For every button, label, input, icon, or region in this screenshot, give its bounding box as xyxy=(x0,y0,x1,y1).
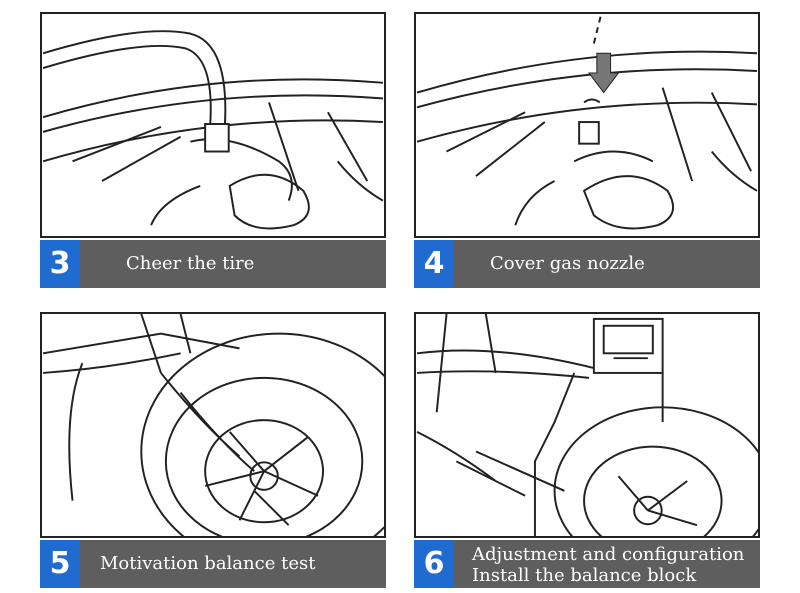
step-5-caption: 5 Motivation balance test xyxy=(40,540,386,588)
balancer-console-icon xyxy=(416,314,758,536)
step-number-badge: 6 xyxy=(414,540,454,588)
step-5-illustration xyxy=(40,312,386,538)
valve-cap-icon xyxy=(416,14,758,230)
step-label: Cheer the tire xyxy=(126,253,255,274)
step-number-badge: 3 xyxy=(40,240,80,288)
air-hose-icon xyxy=(42,30,384,230)
step-label-line2: Install the balance block xyxy=(472,565,697,586)
wheel-balancer-icon xyxy=(42,314,384,536)
step-6-caption: 6 Adjustment and configuration Install t… xyxy=(414,540,760,588)
step-4-caption: 4 Cover gas nozzle xyxy=(414,240,760,288)
step-3-caption: 3 Cheer the tire xyxy=(40,240,386,288)
step-6-illustration xyxy=(414,312,760,538)
step-number-badge: 5 xyxy=(40,540,80,588)
step-number-badge: 4 xyxy=(414,240,454,288)
step-label: Adjustment and configuration Install the… xyxy=(472,544,744,586)
step-4-illustration xyxy=(414,12,760,238)
step-label-line1: Adjustment and configuration xyxy=(472,544,745,565)
step-3-illustration xyxy=(40,12,386,238)
arrow-down-icon xyxy=(587,52,620,94)
step-label: Cover gas nozzle xyxy=(490,253,645,274)
step-label: Motivation balance test xyxy=(100,553,316,574)
